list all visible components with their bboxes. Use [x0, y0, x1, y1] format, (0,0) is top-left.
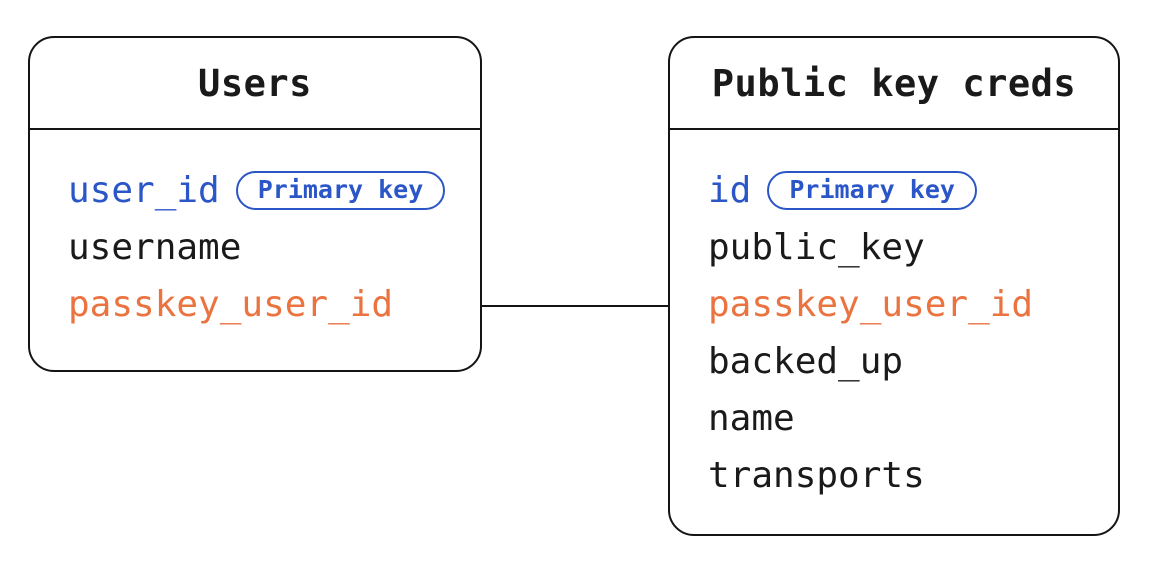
- table-title-public-key-creds: Public key creds: [670, 38, 1118, 130]
- field-name-backed_up: backed_up: [708, 341, 904, 382]
- table-title-users: Users: [30, 38, 480, 130]
- field-name-id: id: [708, 170, 752, 211]
- field-name-name: name: [708, 398, 795, 439]
- primary-key-badge: Primary key: [767, 171, 977, 210]
- field-row-passkey_user_id: passkey_user_id: [708, 276, 1118, 333]
- field-list-users: user_id Primary key username passkey_user_i…: [30, 130, 480, 333]
- field-row-public_key: public_key: [708, 219, 1118, 276]
- field-name-public_key: public_key: [708, 227, 925, 268]
- primary-key-badge: Primary key: [235, 171, 446, 210]
- field-name-passkey_user_id: passkey_user_id: [68, 284, 394, 325]
- field-name-passkey_user_id: passkey_user_id: [708, 284, 1034, 325]
- field-name-transports: transports: [708, 455, 925, 496]
- table-node-users: Users user_id Primary key username passkey_…: [28, 36, 482, 372]
- field-row-user_id: user_id Primary key: [68, 162, 480, 219]
- table-node-public-key-creds: Public key creds id Primary key public_key…: [668, 36, 1120, 536]
- field-row-passkey_user_id: passkey_user_id: [68, 276, 480, 333]
- field-row-id: id Primary key: [708, 162, 1118, 219]
- field-row-backed_up: backed_up: [708, 333, 1118, 390]
- field-name-username: username: [68, 227, 242, 268]
- field-row-name: name: [708, 390, 1118, 447]
- field-row-transports: transports: [708, 447, 1118, 504]
- field-name-user_id: user_id: [68, 170, 220, 211]
- relationship-connector-line: [482, 305, 668, 307]
- field-row-username: username: [68, 219, 480, 276]
